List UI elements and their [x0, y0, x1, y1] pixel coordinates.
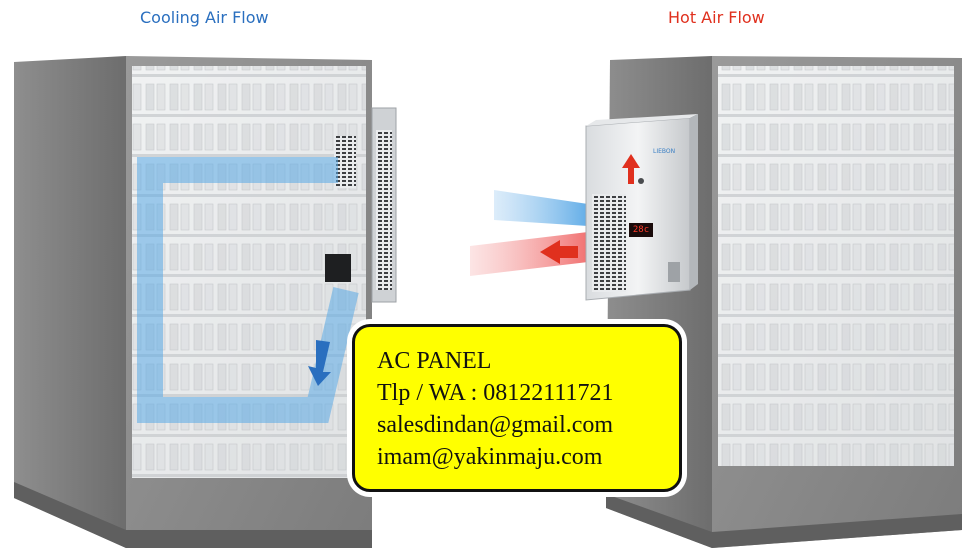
- ac-unit: [540, 114, 698, 301]
- product-title: AC PANEL: [377, 348, 492, 374]
- temperature-readout: 28c: [629, 223, 653, 237]
- contact-info-box: AC PANEL Tlp / WA : 08122111721 salesdin…: [352, 324, 682, 492]
- cooling-air-flow-label: Cooling Air Flow: [140, 8, 269, 27]
- brand-logo: LIEBON: [653, 148, 676, 155]
- phone-number: Tlp / WA : 08122111721: [377, 380, 614, 406]
- contact-email: imam@yakinmaju.com: [377, 444, 603, 470]
- left-cabinet: [14, 56, 397, 548]
- cool-air-arrow: [494, 190, 588, 226]
- hot-air-flow-label: Hot Air Flow: [668, 8, 765, 27]
- sales-email: salesdindan@gmail.com: [377, 412, 614, 438]
